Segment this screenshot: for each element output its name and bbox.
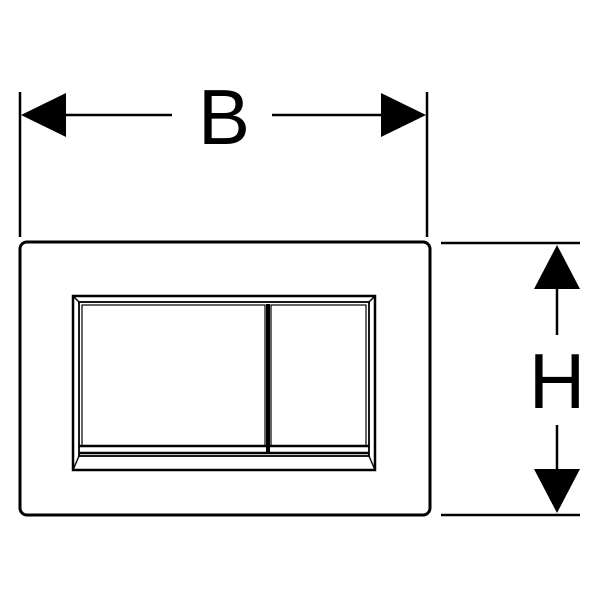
bevel-corner-bottom-right [368,455,376,471]
bevel-corner-bottom-left [72,455,80,471]
height-arrowhead-bottom [534,469,580,513]
recess-inner-edge [78,301,370,457]
flush-buttons [79,304,369,455]
recess-outer-edge [71,294,377,472]
height-dimension [441,241,580,517]
width-arrowhead-right [381,93,426,137]
width-arrowhead-left [21,93,66,137]
height-label: H [529,337,585,425]
width-label: B [198,73,250,161]
height-arrowhead-top [534,245,580,289]
button-recess [71,294,377,472]
bevel-corner-top-left [72,295,80,303]
bevel-corner-top-right [368,295,376,303]
width-dimension [18,92,429,237]
